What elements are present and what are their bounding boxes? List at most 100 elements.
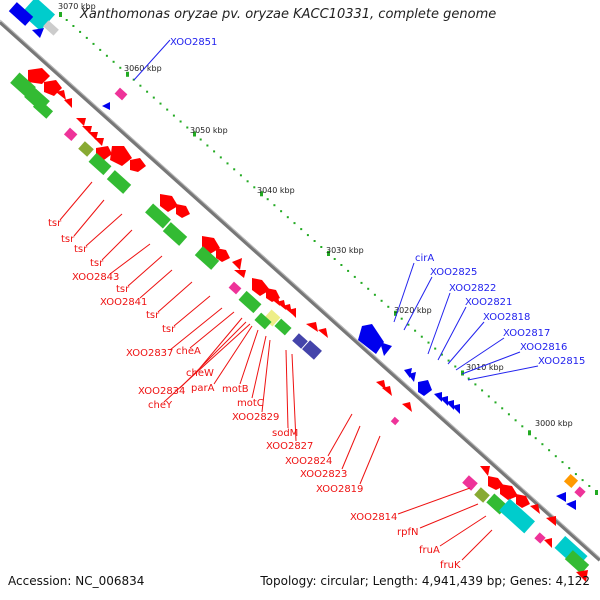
red-gene (28, 68, 50, 84)
green-feature (238, 290, 262, 314)
scale-minor-tick (400, 317, 403, 320)
magenta-feature (462, 475, 478, 491)
green-feature (274, 318, 292, 336)
scale-minor-tick (447, 359, 450, 362)
gene-label-XOO2821: XOO2821 (465, 297, 512, 308)
label-leader-line (139, 269, 173, 299)
label-leader-line (85, 213, 123, 247)
red-gene (110, 146, 132, 166)
gene-label-fruK: fruK (440, 560, 461, 571)
kbp-label-3060: 3060 kbp (124, 64, 162, 73)
orange-feature (563, 473, 579, 489)
gene-label-XOO2818: XOO2818 (483, 312, 530, 323)
topology-text: Topology: circular; Length: 4,941,439 bp… (260, 574, 590, 588)
scale-minor-tick (266, 198, 269, 201)
scale-minor-tick (360, 281, 363, 284)
scale-major-tick (59, 12, 62, 17)
label-leader-line (169, 307, 223, 351)
scale-minor-tick (105, 54, 108, 57)
gene-label-cheA: cheA (176, 346, 201, 357)
scale-minor-tick (79, 30, 82, 33)
blue-gene-arrow (434, 392, 442, 402)
scale-minor-tick (373, 293, 376, 296)
label-leader-line (157, 281, 193, 313)
gene-label-XOO2814: XOO2814 (350, 512, 397, 523)
scale-minor-tick (541, 443, 544, 446)
scale-minor-tick (213, 150, 216, 153)
cyan-feature (499, 498, 535, 534)
gene-label-parA: parA (191, 383, 215, 394)
red-gene-arrow (94, 138, 104, 146)
scale-minor-tick (72, 25, 75, 27)
red-gene-arrow (56, 90, 66, 100)
label-leader-line (73, 199, 105, 237)
scale-minor-tick (152, 96, 155, 99)
scale-minor-tick (139, 84, 142, 87)
green-feature (194, 246, 220, 270)
kbp-label-3040: 3040 kbp (257, 186, 295, 195)
label-leader-line (397, 487, 471, 515)
scale-minor-tick (548, 449, 551, 452)
scale-minor-tick (501, 407, 504, 410)
scale-minor-tick (487, 395, 490, 398)
scale-minor-tick (574, 473, 577, 476)
label-leader-line (261, 339, 271, 413)
scale-major-tick (126, 71, 129, 77)
red-gene-arrow (76, 118, 86, 126)
scale-major-tick (394, 310, 397, 316)
label-leader-line (199, 317, 243, 369)
scale-minor-tick (367, 287, 370, 290)
scale-minor-tick (286, 216, 289, 219)
scale-minor-tick (119, 66, 122, 69)
red-gene (176, 204, 190, 218)
label-leader-line (213, 325, 253, 385)
scale-minor-tick (233, 168, 236, 171)
scale-minor-tick (353, 275, 356, 278)
gene-label-XOO2823: XOO2823 (300, 469, 347, 480)
magenta-feature (574, 486, 586, 498)
label-leader-lines (59, 39, 539, 561)
scale-minor-tick (300, 228, 303, 231)
scale-minor-tick (427, 341, 430, 344)
blue-gene-arrow (556, 492, 566, 502)
green-feature (254, 312, 272, 330)
red-gene (160, 194, 178, 212)
label-leader-line (327, 413, 353, 457)
label-leader-line (447, 321, 485, 365)
olive-feature (474, 487, 490, 503)
scale-minor-tick (467, 377, 470, 380)
label-leader-line (455, 337, 505, 371)
gene-label-XOO2827: XOO2827 (266, 441, 313, 452)
gene-label-XOO2825: XOO2825 (430, 267, 477, 278)
gene-label-sodM: sodM (272, 428, 298, 439)
olive-feature (78, 141, 94, 157)
red-gene-arrow (306, 322, 318, 332)
scale-minor-tick (246, 180, 249, 183)
accession-text: Accession: NC_006834 (8, 574, 145, 588)
blue-gene-arrow (440, 396, 448, 406)
green-feature (32, 99, 54, 119)
red-gene (130, 158, 146, 172)
gene-label-XOO2816: XOO2816 (520, 342, 567, 353)
genome-backbone (0, 20, 600, 562)
blue-gene (358, 324, 384, 354)
navy-feature (292, 333, 308, 349)
scale-minor-tick (561, 461, 564, 464)
scale-minor-tick (507, 413, 510, 416)
gene-label-XOO2824: XOO2824 (285, 456, 332, 467)
red-gene-arrow (576, 570, 588, 582)
scale-minor-tick (440, 353, 443, 356)
red-gene-arrow (544, 538, 552, 548)
label-leader-line (251, 335, 267, 399)
scale-minor-tick (313, 240, 316, 242)
label-leader-line (359, 435, 381, 485)
kbp-label-3050: 3050 kbp (190, 126, 228, 135)
gene-label-XOO2829: XOO2829 (232, 412, 279, 423)
gene-label-cheY: cheY (148, 400, 173, 411)
label-leader-line (341, 425, 361, 470)
gene-label-tsr: tsr (48, 218, 62, 229)
scale-minor-tick (568, 467, 571, 470)
label-leader-line (133, 39, 171, 81)
scale-minor-tick (112, 60, 115, 63)
scale-minor-tick (172, 114, 175, 117)
